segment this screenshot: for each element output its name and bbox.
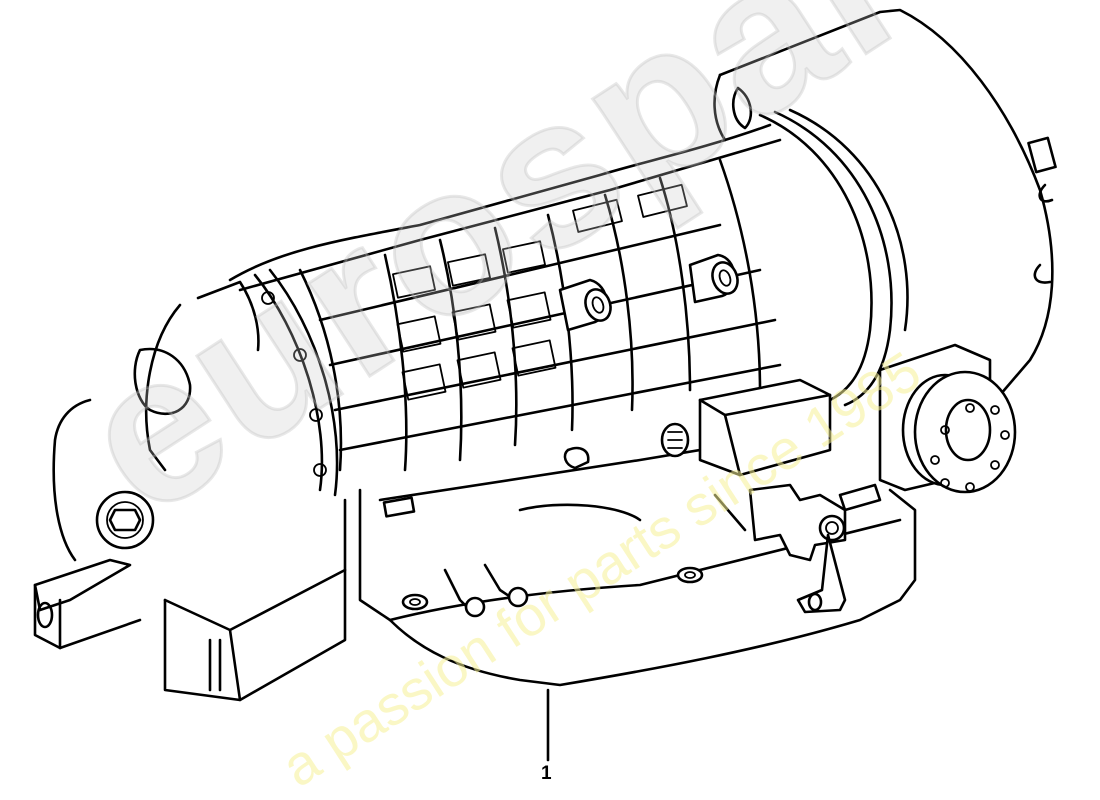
case-ports bbox=[558, 253, 739, 332]
output-flange bbox=[878, 343, 1017, 494]
selector-lever bbox=[713, 483, 882, 614]
bell-housing bbox=[713, 8, 1057, 397]
valve-body bbox=[382, 378, 832, 518]
callout-number-1: 1 bbox=[541, 763, 552, 784]
extension-housing bbox=[33, 268, 347, 702]
housing-flange-rings bbox=[758, 108, 909, 407]
ribbed-case bbox=[228, 123, 782, 472]
